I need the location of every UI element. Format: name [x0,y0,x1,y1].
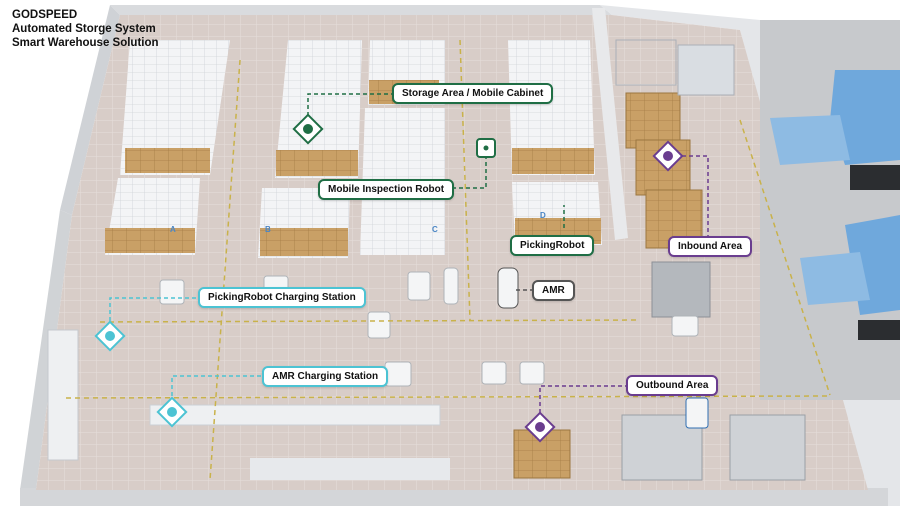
inbound-marker [652,140,684,172]
warehouse-walls [20,5,900,506]
title-line-2: Smart Warehouse Solution [12,37,159,49]
inspection-marker [476,138,496,158]
outbound-marker [524,411,556,443]
partition-wall [592,8,628,240]
inbound-pallets [615,39,735,318]
shelf-letter-c: C [432,225,438,234]
inbound-area-label: Inbound Area [668,236,753,257]
outbound-area-label: Outbound Area [626,375,719,396]
amr-charging-label: AMR Charging Station [262,366,389,387]
picking-robot-charging-label: PickingRobot Charging Station [198,287,366,308]
loading-docks [760,20,900,400]
shelf-letter-d: D [540,211,546,220]
storage-racks [105,40,602,258]
picking-robot-label: PickingRobot [510,235,595,256]
title-line-1: Automated Storge System [12,23,156,35]
shelf-letters: A B C D [170,211,546,234]
picking-charging-marker [94,320,126,352]
title-block: GODSPEED Automated Storge System Smart W… [12,8,159,50]
company-name: GODSPEED [12,9,78,21]
amr-label: AMR [532,280,575,301]
leader-lines [109,93,709,427]
location-markers [94,113,684,443]
storage-marker [292,113,324,145]
storage-area-label: Storage Area / Mobile Cabinet [392,83,554,104]
charging-stations [47,329,450,480]
amr-charging-marker [156,396,188,428]
outbound-cages [513,414,806,481]
mobile-inspection-robot-label: Mobile Inspection Robot [318,179,455,200]
shelf-letter-a: A [170,225,176,234]
shelf-letter-b: B [265,225,271,234]
